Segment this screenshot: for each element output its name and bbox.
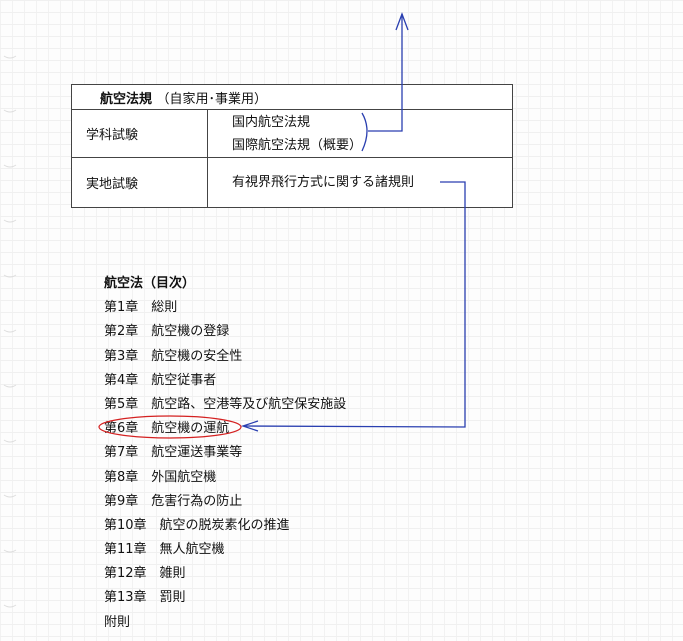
row-label: 実地試験 — [71, 157, 208, 208]
table-row: 実地試験 有視界飛行方式に関する諸規則 — [71, 157, 513, 208]
toc-item: 第2章 航空機の登録 — [104, 324, 230, 340]
title-sub: （自家用･事業用） — [156, 91, 268, 107]
toc-item: 第11章 無人航空機 — [104, 542, 225, 558]
toc-item-highlighted: 第6章 航空機の運航 — [104, 421, 230, 437]
row-item: 国際航空法規（概要） — [232, 137, 363, 153]
toc-item: 第13章 罰則 — [104, 590, 186, 606]
toc-item: 第7章 航空運送事業等 — [104, 445, 243, 461]
toc-item: 第3章 航空機の安全性 — [104, 348, 243, 364]
toc-item: 第1章 総則 — [104, 300, 178, 316]
row-label: 学科試験 — [71, 109, 208, 158]
table-row: 学科試験 国内航空法規 国際航空法規（概要） — [71, 109, 513, 158]
toc-item: 第10章 航空の脱炭素化の推進 — [104, 517, 290, 533]
row-items: 国内航空法規 国際航空法規（概要） — [207, 109, 513, 158]
toc-item: 附則 — [104, 614, 131, 630]
exam-subjects-table: 航空法規 （自家用･事業用） 学科試験 国内航空法規 国際航空法規（概要） 実地… — [71, 84, 513, 208]
toc-item: 第8章 外国航空機 — [104, 469, 217, 485]
up-arrowhead-icon — [395, 12, 409, 31]
toc-heading: 航空法（目次） — [104, 276, 196, 291]
toc-list: 航空法（目次） 第1章 総則 第2章 航空機の登録 第3章 航空機の安全性 第4… — [104, 274, 346, 637]
toc-item: 第5章 航空路、空港等及び航空保安施設 — [104, 396, 347, 412]
table-title: 航空法規 （自家用･事業用） — [71, 84, 513, 110]
toc-item: 第9章 危害行為の防止 — [104, 493, 243, 509]
row-item: 国内航空法規 — [232, 114, 311, 130]
toc-item: 第4章 航空従事者 — [104, 372, 217, 388]
title-text: 航空法規 — [100, 91, 153, 107]
row-item: 有視界飛行方式に関する諸規則 — [207, 157, 513, 208]
toc-item: 第12章 雑則 — [104, 566, 186, 582]
